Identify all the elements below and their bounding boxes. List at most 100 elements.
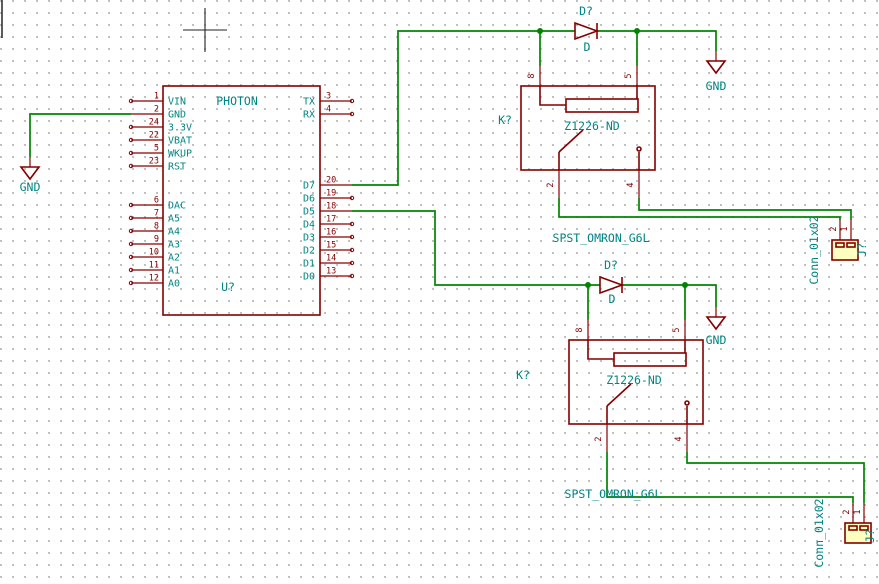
wire-relay2-pin4-to-conn2[interactable] xyxy=(686,452,865,503)
connector-value-label[interactable]: Conn_01x02 xyxy=(807,215,821,284)
connector-pin-tab xyxy=(846,242,856,248)
pin-end xyxy=(128,280,134,286)
pin-number: 24 xyxy=(149,118,159,128)
pin-vbat[interactable]: 22 VBAT xyxy=(128,131,192,147)
relay-switch-arm xyxy=(558,129,584,153)
relay-contact xyxy=(636,146,642,152)
wire-d7-to-relay1[interactable] xyxy=(352,30,540,186)
photon-refdes-label[interactable]: U? xyxy=(221,280,235,294)
pin-end xyxy=(349,98,355,104)
pin-number: 23 xyxy=(149,157,159,167)
gnd-triangle xyxy=(19,166,41,181)
pin-d7[interactable]: 20 D7 xyxy=(303,176,352,192)
pin-d4[interactable]: 17 D4 xyxy=(303,215,355,231)
relay-value-label[interactable]: Z1226-ND xyxy=(606,373,661,387)
gnd-triangle xyxy=(705,60,727,75)
pin-end xyxy=(128,124,134,130)
relay-refdes-label[interactable]: K? xyxy=(498,113,512,127)
pin-a4[interactable]: 8 A4 xyxy=(128,222,180,238)
pin-name: D4 xyxy=(303,220,315,231)
gnd-label: GND xyxy=(706,79,727,93)
connector-body xyxy=(844,522,872,544)
pin-gnd[interactable]: 2 GND xyxy=(131,105,186,121)
pin-number: 13 xyxy=(326,267,336,277)
connector-pin-tab xyxy=(835,242,845,248)
wire-gnd-left[interactable] xyxy=(29,113,131,157)
pin-dac[interactable]: 6 DAC xyxy=(128,196,186,212)
relay-footprint-label[interactable]: SPST_OMRON_G6L xyxy=(565,487,662,501)
relay-refdes-label[interactable]: K? xyxy=(516,368,530,382)
pin-name: WKUP xyxy=(168,149,192,160)
diode-refdes-label[interactable]: D? xyxy=(604,258,618,272)
junction-dot xyxy=(682,282,688,288)
wire-junction2-to-gnd2[interactable] xyxy=(637,30,717,51)
relay-footprint-label[interactable]: SPST_OMRON_G6L xyxy=(553,231,650,245)
pin-end xyxy=(349,234,355,240)
pin-rst[interactable]: 23 RST xyxy=(128,157,186,173)
relay-value-label[interactable]: Z1226-ND xyxy=(564,119,619,133)
relay-coil xyxy=(613,352,687,367)
component-relay2[interactable]: 8 5 2 4 K? Z1226-ND SPST_OMRON_G6L xyxy=(516,320,704,501)
pin-d0[interactable]: 13 D0 xyxy=(303,267,355,283)
pin-d6[interactable]: 19 D6 xyxy=(303,189,355,205)
wire-junction4-to-gnd3[interactable] xyxy=(685,284,717,307)
wire-relay1-pin2-to-conn1[interactable] xyxy=(558,198,841,220)
pin-number: 8 xyxy=(154,222,159,232)
component-photon[interactable]: PHOTON U? 1 VIN 2 GND 24 3.3V 22 VBAT xyxy=(128,85,355,316)
pin-name: A0 xyxy=(168,279,180,290)
gnd-symbol-left[interactable]: GND xyxy=(19,157,41,194)
pin-d3[interactable]: 16 D3 xyxy=(303,228,355,244)
crosshair-cursor xyxy=(183,8,227,52)
pin-a3[interactable]: 9 A3 xyxy=(128,235,180,251)
gnd-symbol-mid-right[interactable]: GND xyxy=(705,307,727,347)
pin-vin[interactable]: 1 VIN xyxy=(128,92,186,108)
pin-end xyxy=(128,98,134,104)
diode-refdes-label[interactable]: D? xyxy=(579,4,593,18)
component-connector1[interactable]: 2 1 Conn_01x02 J? xyxy=(807,215,869,284)
connector-pin-tab xyxy=(848,525,858,531)
pin-a2[interactable]: 10 A2 xyxy=(128,248,180,264)
connector-value-label[interactable]: Conn_01x02 xyxy=(812,498,826,567)
component-diode1[interactable]: D? D xyxy=(574,4,600,54)
pin-name: RST xyxy=(168,162,186,173)
photon-value-label[interactable]: PHOTON xyxy=(216,94,258,108)
pin-3v3[interactable]: 24 3.3V xyxy=(128,118,192,134)
pin-a0[interactable]: 12 A0 xyxy=(128,274,180,290)
connector-refdes-label[interactable]: J? xyxy=(863,529,877,543)
gnd-label: GND xyxy=(706,333,727,347)
pin-number: 16 xyxy=(326,228,336,238)
wire-d5-to-relay2[interactable] xyxy=(352,210,600,286)
pin-d5[interactable]: 18 D5 xyxy=(303,202,352,218)
pin-number: 17 xyxy=(326,215,336,225)
pin-end xyxy=(349,273,355,279)
pin-end xyxy=(128,137,134,143)
pin-d1[interactable]: 14 D1 xyxy=(303,254,355,270)
pin-number: 1 xyxy=(154,92,159,102)
component-relay1[interactable]: 8 5 2 4 K? Z1226-ND SPST_OMRON_G6L xyxy=(498,66,656,245)
pin-number: 4 xyxy=(674,436,684,441)
pin-tx[interactable]: 3 TX xyxy=(303,92,355,108)
component-connector2[interactable]: 2 1 Conn_01x02 J? xyxy=(812,498,877,567)
pin-number: 2 xyxy=(154,105,159,115)
connector-refdes-label[interactable]: J? xyxy=(855,243,869,257)
pin-end xyxy=(349,111,355,117)
pin-rx[interactable]: 4 RX xyxy=(303,105,355,121)
junction-dot xyxy=(634,28,640,34)
pin-a1[interactable]: 11 A1 xyxy=(128,261,180,277)
connector-body xyxy=(831,239,859,261)
gnd-triangle xyxy=(705,316,727,331)
pin-number: 2 xyxy=(842,509,852,514)
pin-name: A4 xyxy=(168,227,180,238)
component-diode2[interactable]: D? D xyxy=(599,258,625,306)
pin-a5[interactable]: 7 A5 xyxy=(128,209,180,225)
pin-name: D1 xyxy=(303,259,315,270)
diode-value-label[interactable]: D xyxy=(584,40,591,54)
pin-end xyxy=(128,202,134,208)
pin-d2[interactable]: 15 D2 xyxy=(303,241,355,257)
wire-relay1-pin4-to-conn1[interactable] xyxy=(638,198,852,220)
gnd-symbol-top-right[interactable]: GND xyxy=(705,51,727,93)
pin-wkup[interactable]: 5 WKUP xyxy=(128,144,192,160)
wire-relay2-pin2-to-conn2[interactable] xyxy=(606,452,854,503)
diode-value-label[interactable]: D xyxy=(609,292,616,306)
